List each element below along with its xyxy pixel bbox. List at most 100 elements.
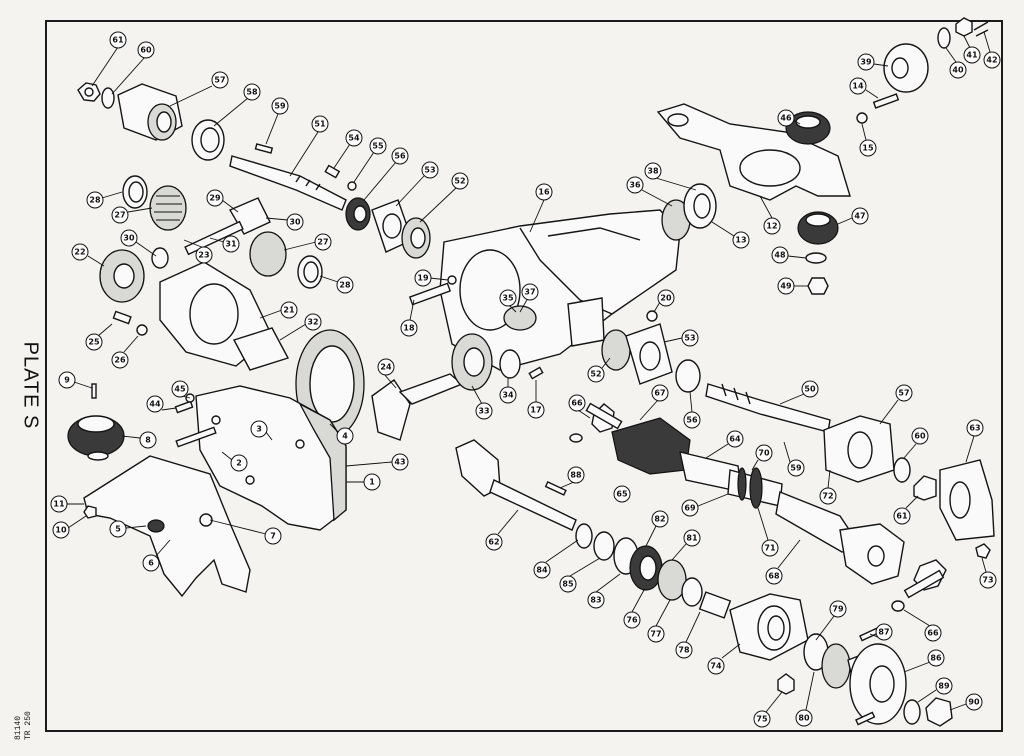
callout-45-label: 45 [174,385,186,394]
callout-74-label: 74 [710,662,722,671]
callout-5-label: 5 [115,525,121,534]
callout-49: 49 [777,277,808,295]
callout-50: 50 [779,380,819,405]
callout-6: 6 [142,539,171,572]
callout-63-label: 63 [969,424,980,433]
callout-35: 35 [499,289,517,313]
callout-layer: 61 60 57 58 59 51 54 55 56 53 52 16 38 3… [50,31,1001,728]
callout-60-label: 60 [140,46,152,55]
callout-61: 61 [91,31,127,87]
callout-25-label: 25 [88,338,100,347]
callout-82-label: 82 [654,515,665,524]
callout-26: 26 [111,335,139,369]
oil-seal-58 [191,119,225,161]
callout-24-label: 24 [380,363,392,372]
callout-71-label: 71 [764,544,776,553]
callout-34: 34 [499,378,517,404]
callout-20-label: 20 [660,294,672,303]
callout-73-label: 73 [982,576,993,585]
callout-47: 47 [837,207,869,225]
callout-90-label: 90 [968,698,980,707]
callout-79-label: 79 [832,605,844,614]
callout-59a: 59 [265,97,289,145]
callout-85-label: 85 [562,580,574,589]
callout-57b-label: 57 [898,389,909,398]
callout-61-label: 61 [112,36,124,45]
callout-40-label: 40 [952,66,964,75]
callout-65: 65 [613,485,631,503]
callout-60: 60 [111,41,155,95]
callout-19: 19 [414,269,449,287]
output-flange-39 [856,17,989,124]
callout-55-label: 55 [372,142,384,151]
callout-42-label: 42 [986,56,997,65]
flange-housing-57 [823,415,937,501]
callout-89: 89 [917,677,953,703]
callout-2-label: 2 [236,459,242,468]
mounting-arm-5 [83,455,251,598]
callout-28a-label: 28 [89,196,101,205]
callout-85: 85 [559,557,601,593]
callout-11-label: 11 [53,500,65,509]
callout-66a: 66 [568,394,591,419]
callout-52a: 52 [419,172,469,223]
spider-cross-66b [891,559,947,612]
callout-80: 80 [795,671,815,727]
callout-76: 76 [623,589,645,629]
callout-60b-label: 60 [914,432,926,441]
callout-9-label: 9 [64,376,70,385]
callout-30b-label: 30 [123,234,135,243]
callout-27a-label: 27 [114,211,125,220]
diff-case-21 [112,261,290,371]
callout-4-label: 4 [342,432,348,441]
callout-35-label: 35 [502,294,514,303]
crown-wheel-group [295,329,544,441]
callout-49-label: 49 [780,282,792,291]
mounting-bracket-12 [656,103,851,201]
callout-48-label: 48 [774,251,786,260]
bolt-54 [324,164,357,191]
flange-nut-group [77,82,183,141]
callout-8-label: 8 [145,436,151,445]
callout-82: 82 [645,510,669,547]
callout-73: 73 [979,557,997,589]
callout-59b-label: 59 [790,464,802,473]
callout-40: 40 [945,47,967,79]
callout-61b: 61 [893,495,919,525]
callout-79: 79 [815,600,847,641]
callout-16: 16 [529,183,553,233]
callout-75-label: 75 [756,715,768,724]
rubber-mounts-46-49 [785,111,839,295]
callout-2: 2 [221,451,248,472]
callout-7-label: 7 [270,532,276,541]
callout-53b: 53 [663,329,699,347]
callout-56b-label: 56 [686,416,698,425]
callout-37-label: 37 [524,288,535,297]
callout-58-label: 58 [246,88,258,97]
callout-6-label: 6 [148,559,154,568]
half-shaft-64-68 [611,417,905,585]
callout-68-label: 68 [768,572,780,581]
callout-88-label: 88 [570,471,582,480]
rear-cover-1 [174,385,347,531]
output-seal-group-52-56 [601,310,701,393]
callout-12: 12 [759,195,781,235]
callout-55: 55 [353,137,387,183]
callout-86-label: 86 [930,654,942,663]
callout-31: 31 [209,235,240,253]
callout-69-label: 69 [684,504,696,513]
callout-7: 7 [209,519,282,545]
callout-84: 84 [533,539,579,579]
callout-53b-label: 53 [684,334,695,343]
callout-57a: 57 [169,71,229,107]
callout-22-label: 22 [74,248,85,257]
callout-88: 88 [559,466,585,489]
callout-36-label: 36 [629,181,641,190]
callout-26-label: 26 [114,356,126,365]
callout-46: 46 [777,109,801,127]
callout-75: 75 [753,691,783,728]
callout-52b-label: 52 [590,370,601,379]
callout-5: 5 [109,520,147,538]
callout-29: 29 [206,189,239,213]
